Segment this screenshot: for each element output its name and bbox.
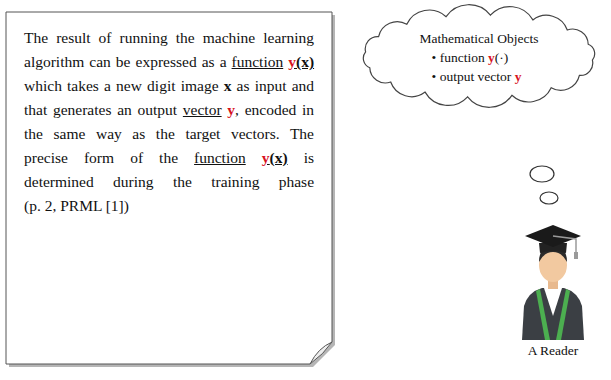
word: training <box>211 173 259 190</box>
word: as <box>202 53 215 70</box>
word: vector <box>478 69 512 84</box>
word: y(x) <box>288 53 314 70</box>
bullet-item: • function y(·) <box>420 48 539 67</box>
word: is <box>304 149 314 166</box>
word: digit <box>147 77 175 94</box>
thought-bubble <box>530 166 554 182</box>
word: vector <box>183 101 222 118</box>
word: • <box>432 50 437 65</box>
word: new <box>116 77 142 94</box>
gown-stripe <box>556 289 570 340</box>
word: which <box>24 77 62 94</box>
word: Mathematical <box>420 31 494 46</box>
word: the <box>24 125 43 142</box>
word: precise <box>24 149 68 166</box>
word: the <box>173 173 192 190</box>
word: vectors. <box>231 125 280 142</box>
quote-note: The result of running the machine learni… <box>6 12 332 364</box>
word: The <box>290 125 314 142</box>
word: 2, <box>45 197 57 214</box>
word: y(·) <box>488 50 508 65</box>
symbol-rest: (x) <box>296 53 314 70</box>
symbol: y <box>515 69 522 84</box>
word: function <box>440 50 485 65</box>
word: encoded <box>245 101 297 118</box>
tassel-end <box>574 252 578 259</box>
word: • <box>432 69 437 84</box>
word: an <box>117 101 132 118</box>
cloud-heading: Mathematical Objects <box>420 29 539 48</box>
gown <box>522 288 584 340</box>
word: x <box>224 77 232 94</box>
word: The <box>24 29 48 46</box>
word: algorithm <box>24 53 84 70</box>
word: Objects <box>497 31 538 46</box>
word: target <box>185 125 220 142</box>
symbol-rest: (x) <box>270 149 288 166</box>
word: during <box>113 173 153 190</box>
citation: (p. 2, PRML [1]) <box>24 194 129 218</box>
symbol: y <box>262 149 270 166</box>
quote-text: The result of running the machine learni… <box>24 29 314 190</box>
word: y, <box>227 101 239 118</box>
word: phase <box>279 173 314 190</box>
word: the <box>159 149 178 166</box>
dog-ear <box>310 342 332 364</box>
word: of <box>99 29 112 46</box>
cloud-outline <box>363 5 594 108</box>
gown-stripe <box>536 289 550 340</box>
word: be <box>116 53 131 70</box>
word: y(x) <box>262 149 288 166</box>
word: [1]) <box>106 197 129 214</box>
word: expressed <box>136 53 197 70</box>
word: function <box>232 53 284 70</box>
symbol-rest: , <box>235 101 239 118</box>
tassel <box>553 236 576 254</box>
symbol: y <box>227 101 235 118</box>
word: the <box>176 29 195 46</box>
word: function <box>194 149 246 166</box>
word: output <box>138 101 178 118</box>
word: machine <box>203 29 256 46</box>
word: of <box>130 149 143 166</box>
figure-label: A Reader <box>528 343 579 359</box>
word: as <box>237 77 250 94</box>
symbol: y <box>288 53 296 70</box>
word: input <box>255 77 287 94</box>
word: that <box>24 101 47 118</box>
symbol: y <box>488 50 495 65</box>
text-block: The result of running the machine learni… <box>6 12 332 228</box>
word: the <box>156 125 175 142</box>
note-paper <box>6 12 332 364</box>
word: a <box>220 53 227 70</box>
word: can <box>89 53 111 70</box>
word: running <box>120 29 168 46</box>
word: generates <box>53 101 112 118</box>
symbol-rest: (·) <box>495 50 509 65</box>
word: (p. <box>24 197 41 214</box>
reader-figure <box>522 225 584 340</box>
word: takes <box>67 77 99 94</box>
word: determined <box>24 173 94 190</box>
word: learning <box>263 29 314 46</box>
word: in <box>302 101 314 118</box>
thought-bubble <box>540 192 558 204</box>
word: a <box>104 77 111 94</box>
word: image <box>181 77 219 94</box>
shirt <box>544 288 562 316</box>
word: form <box>84 149 114 166</box>
word: output <box>440 69 475 84</box>
word: and <box>292 77 314 94</box>
word: result <box>56 29 90 46</box>
word: y <box>515 69 522 84</box>
bullet-item: • output vector y <box>420 67 539 86</box>
word: PRML <box>60 197 102 214</box>
word: way <box>96 125 122 142</box>
thought-cloud: Mathematical Objects• function y(·)• out… <box>356 6 602 106</box>
word: as <box>132 125 145 142</box>
word: same <box>54 125 86 142</box>
text-block: Mathematical Objects• function y(·)• out… <box>420 29 539 86</box>
